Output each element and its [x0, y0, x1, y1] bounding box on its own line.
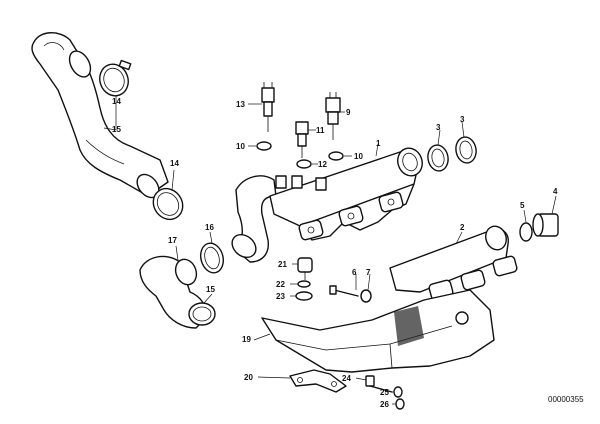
washer-26[interactable]	[395, 398, 405, 410]
callout-21: 21	[278, 260, 287, 269]
washer-7[interactable]	[360, 289, 372, 303]
temp-sensor-11[interactable]	[295, 121, 309, 158]
gasket-3a[interactable]	[426, 143, 450, 172]
callout-labels: 14 15 14 13 9 11 10 10 12 1 3 3 4 5 2 16…	[112, 97, 558, 409]
callout-3: 3	[460, 115, 465, 124]
callout-9: 9	[346, 108, 351, 117]
leader-lines	[103, 96, 557, 405]
callout-17: 17	[168, 236, 177, 245]
upper-hose[interactable]	[31, 32, 169, 202]
bolt-24[interactable]	[365, 375, 393, 393]
callout-19: 19	[242, 335, 251, 344]
callout-24: 24	[342, 374, 351, 383]
callout-15: 15	[206, 285, 215, 294]
hose-clamp-upper[interactable]	[95, 59, 132, 100]
callout-20: 20	[244, 373, 253, 382]
temp-sensor-13[interactable]	[261, 82, 275, 132]
coolant-manifold-2[interactable]	[389, 223, 518, 301]
callout-2: 2	[460, 223, 465, 232]
seal-ring-10-right[interactable]	[328, 151, 344, 161]
washer-23[interactable]	[295, 291, 313, 301]
callout-25: 25	[380, 388, 389, 397]
washer-25[interactable]	[393, 386, 403, 398]
lower-housing-19[interactable]	[261, 289, 495, 373]
seal-ring-12[interactable]	[296, 159, 312, 169]
callout-7: 7	[366, 268, 371, 277]
seal-ring-10-left[interactable]	[256, 141, 272, 151]
callout-6: 6	[352, 268, 357, 277]
washer-22[interactable]	[297, 280, 311, 288]
hose-clamp-15-lower[interactable]	[188, 302, 216, 326]
plug-21[interactable]	[297, 257, 313, 280]
callout-14: 14	[170, 159, 179, 168]
callout-16: 16	[205, 223, 214, 232]
callout-11: 11	[316, 126, 325, 135]
temp-sensor-9[interactable]	[325, 92, 341, 140]
callout-4: 4	[553, 187, 558, 196]
callout-23: 23	[276, 292, 285, 301]
callout-5: 5	[520, 201, 525, 210]
bolt-6[interactable]	[329, 285, 359, 297]
callout-22: 22	[276, 280, 285, 289]
callout-26: 26	[380, 400, 389, 409]
hose-clamp-16[interactable]	[197, 241, 226, 276]
callout-3: 3	[436, 123, 441, 132]
callout-15: 15	[112, 125, 121, 134]
diagram-reference-number: 00000355	[548, 395, 584, 404]
callout-10: 10	[236, 142, 245, 151]
hose-clamp-mid[interactable]	[147, 183, 188, 225]
bracket-20[interactable]	[289, 369, 347, 393]
callout-13: 13	[236, 100, 245, 109]
seal-5[interactable]	[519, 222, 533, 242]
callout-10: 10	[354, 152, 363, 161]
callout-12: 12	[318, 160, 327, 169]
coolant-manifold-1[interactable]	[269, 145, 426, 241]
callout-1: 1	[376, 139, 381, 148]
callout-14: 14	[112, 97, 121, 106]
fitting-4[interactable]	[532, 213, 559, 237]
gasket-3b[interactable]	[454, 135, 478, 164]
elbow-hose[interactable]	[228, 175, 277, 263]
